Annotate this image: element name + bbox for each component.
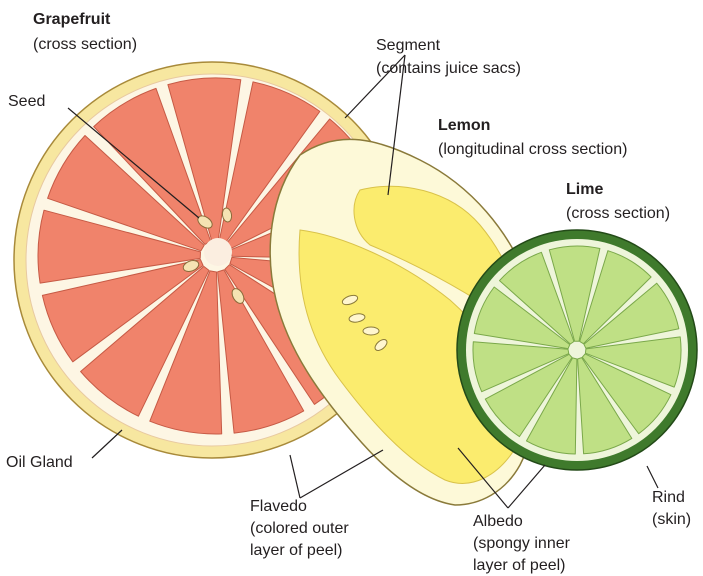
leader-line (92, 430, 122, 458)
lime-title: Lime (566, 180, 603, 199)
leader-line (647, 466, 658, 488)
leader-line (290, 455, 300, 498)
flavedo-label-note: layer of peel) (250, 541, 343, 560)
segment-label-note: (contains juice sacs) (376, 59, 521, 78)
oil-gland-label: Oil Gland (6, 453, 73, 472)
flavedo-label-note: (colored outer (250, 519, 349, 538)
albedo-label-note: layer of peel) (473, 556, 566, 575)
lime-subtitle: (cross section) (566, 204, 670, 223)
lemon-title: Lemon (438, 116, 490, 135)
leader-line (300, 450, 383, 498)
seed (363, 327, 379, 335)
seed-label: Seed (8, 92, 45, 111)
lime-core (569, 342, 585, 358)
albedo-label-note: (spongy inner (473, 534, 570, 553)
lime-cross-section (457, 230, 697, 470)
albedo-label: Albedo (473, 512, 523, 531)
flavedo-label: Flavedo (250, 497, 307, 516)
lemon-subtitle: (longitudinal cross section) (438, 140, 627, 159)
rind-label-note: (skin) (652, 510, 691, 529)
grapefruit-subtitle: (cross section) (33, 35, 137, 54)
grapefruit-title: Grapefruit (33, 10, 110, 29)
grapefruit-core (204, 238, 232, 266)
segment-label: Segment (376, 36, 440, 55)
rind-label: Rind (652, 488, 685, 507)
